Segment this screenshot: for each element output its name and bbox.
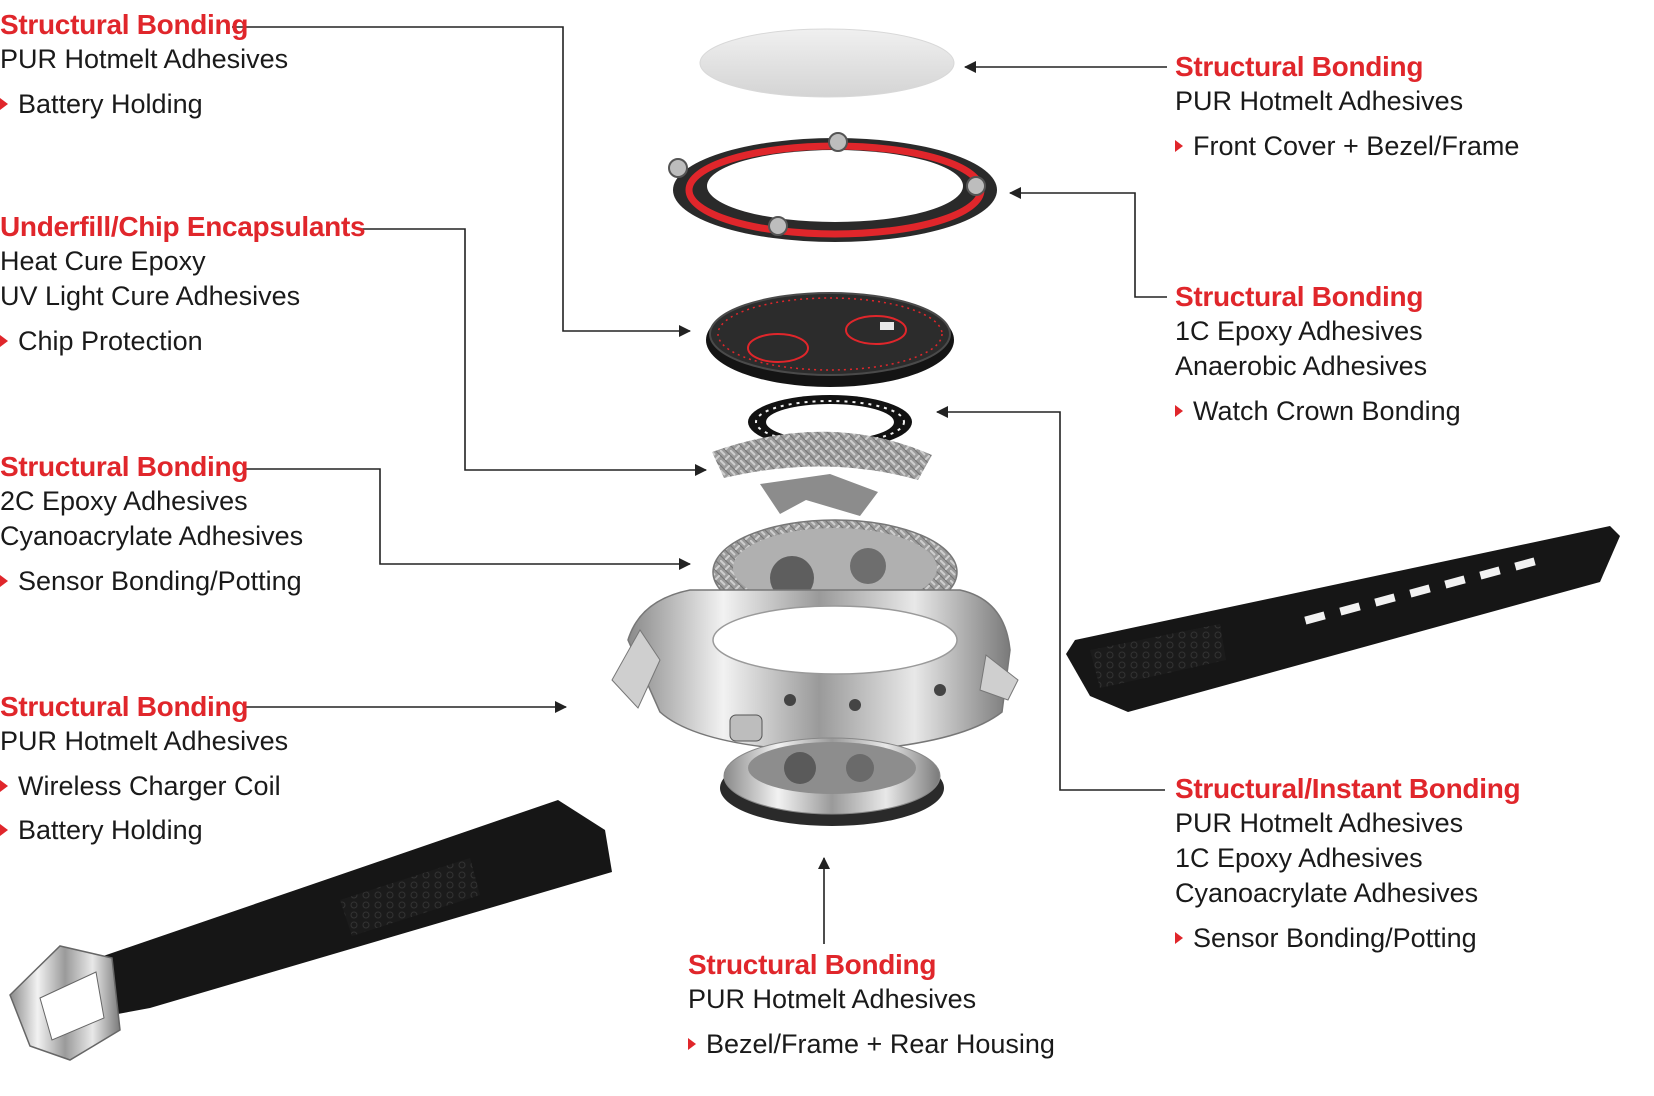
callout-title: Structural Bonding <box>1175 281 1424 312</box>
callout-adhesive: PUR Hotmelt Adhesives <box>1175 86 1464 116</box>
callout-battery-holding: Structural Bonding PUR Hotmelt Adhesives… <box>0 8 288 122</box>
bezel-ring <box>668 132 997 242</box>
callout-adhesive: Cyanoacrylate Adhesives <box>0 521 304 551</box>
callout-title: Structural Bonding <box>1175 51 1424 82</box>
leader-c7 <box>936 406 1165 791</box>
leader-c2 <box>358 228 707 476</box>
callout-sensor-bonding-left: Structural Bonding 2C Epoxy Adhesives Cy… <box>0 450 303 599</box>
callout-title: Underfill/Chip Encapsulants <box>0 211 366 242</box>
callout-wireless-charger: Structural Bonding PUR Hotmelt Adhesives… <box>0 690 288 848</box>
callout-title: Structural Bonding <box>0 9 249 40</box>
callout-adhesive: Heat Cure Epoxy <box>0 246 206 276</box>
callout-application: Sensor Bonding/Potting <box>0 564 303 599</box>
callout-application: Front Cover + Bezel/Frame <box>1175 129 1519 164</box>
left-strap <box>9 800 612 1061</box>
callout-application: Watch Crown Bonding <box>1175 394 1461 429</box>
leader-c1 <box>232 26 691 337</box>
callout-application: Bezel/Frame + Rear Housing <box>688 1027 1055 1062</box>
callout-watch-crown: Structural Bonding 1C Epoxy Adhesives An… <box>1175 280 1461 429</box>
callout-front-cover: Structural Bonding PUR Hotmelt Adhesives… <box>1175 50 1519 164</box>
callout-adhesive: PUR Hotmelt Adhesives <box>1175 808 1464 838</box>
watch-case <box>611 589 1019 753</box>
callout-title: Structural/Instant Bonding <box>1175 773 1521 804</box>
callout-title: Structural Bonding <box>688 949 937 980</box>
right-strap <box>1066 526 1620 712</box>
callout-application: Battery Holding <box>0 813 288 848</box>
callout-adhesive: 2C Epoxy Adhesives <box>0 486 248 516</box>
callout-sensor-bonding-right: Structural/Instant Bonding PUR Hotmelt A… <box>1175 772 1521 956</box>
callout-adhesive: PUR Hotmelt Adhesives <box>0 44 289 74</box>
leader-c6 <box>1009 187 1167 298</box>
callout-adhesive: PUR Hotmelt Adhesives <box>0 726 289 756</box>
callout-application: Battery Holding <box>0 87 288 122</box>
callout-adhesive: 1C Epoxy Adhesives <box>1175 316 1423 346</box>
callout-adhesive: PUR Hotmelt Adhesives <box>688 984 977 1014</box>
callout-adhesive: Cyanoacrylate Adhesives <box>1175 878 1479 908</box>
carbon-plate <box>712 431 932 516</box>
rear-housing <box>720 737 944 826</box>
front-cover-glass <box>699 28 955 98</box>
callout-application: Chip Protection <box>0 324 365 359</box>
callout-adhesive: 1C Epoxy Adhesives <box>1175 843 1423 873</box>
callout-adhesive: UV Light Cure Adhesives <box>0 281 301 311</box>
leader-lines <box>232 26 1167 944</box>
callout-rear-housing: Structural Bonding PUR Hotmelt Adhesives… <box>688 948 1055 1062</box>
callout-chip-protection: Underfill/Chip Encapsulants Heat Cure Ep… <box>0 210 366 359</box>
callout-title: Structural Bonding <box>0 451 249 482</box>
watch-dial <box>706 292 954 387</box>
callout-adhesive: Anaerobic Adhesives <box>1175 351 1428 381</box>
callout-title: Structural Bonding <box>0 691 249 722</box>
callout-application: Sensor Bonding/Potting <box>1175 921 1520 956</box>
callout-application: Wireless Charger Coil <box>0 769 288 804</box>
leader-c3 <box>246 468 691 570</box>
